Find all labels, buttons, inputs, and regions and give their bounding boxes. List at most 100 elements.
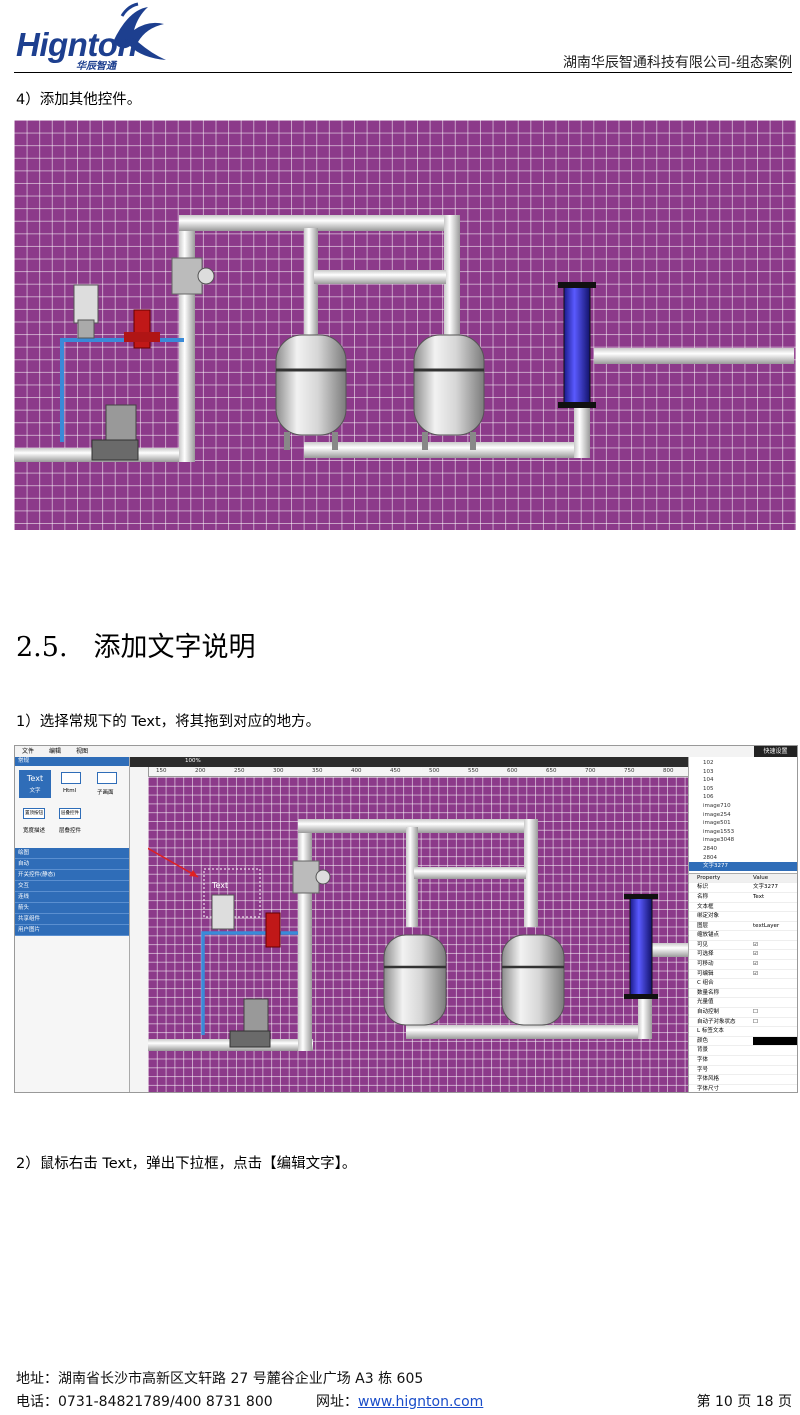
- pipe-up-to-column: [574, 405, 590, 458]
- text-tool-caption: 文字: [29, 788, 41, 794]
- menu-file[interactable]: 文件: [22, 748, 35, 755]
- text-tool[interactable]: Text 文字: [19, 770, 51, 798]
- header-divider: [14, 72, 792, 73]
- zoom-level[interactable]: 100%: [185, 758, 201, 764]
- ruler-tick-label: 500: [429, 768, 440, 774]
- tree-item[interactable]: image501: [703, 820, 731, 827]
- pipe-right-down: [444, 215, 460, 335]
- category-shared[interactable]: 共享组件: [15, 914, 129, 925]
- canvas-text-element[interactable]: Text: [212, 881, 229, 890]
- property-key: 字体: [697, 1057, 709, 1063]
- menu-view[interactable]: 视图: [76, 748, 89, 755]
- property-row[interactable]: 文本框: [689, 903, 797, 913]
- property-row[interactable]: 字体: [689, 1056, 797, 1066]
- category-user-images[interactable]: 用户图片: [15, 925, 129, 936]
- category-switch[interactable]: 开关控件(静态): [15, 870, 129, 881]
- ruler-tick-label: 600: [507, 768, 518, 774]
- editor-canvas[interactable]: Text: [148, 777, 688, 1092]
- tree-item[interactable]: image3048: [703, 837, 735, 844]
- property-row[interactable]: 光量值: [689, 998, 797, 1009]
- property-key: 光量值: [697, 999, 714, 1006]
- category-lines[interactable]: 连线: [15, 892, 129, 903]
- category-auto[interactable]: 自动: [15, 859, 129, 870]
- motor-valve: [73, 284, 160, 349]
- quick-settings-button[interactable]: 快速设置: [754, 746, 797, 757]
- footer-address: 地址：湖南省长沙市高新区文轩路 27 号麓谷企业广场 A3 栋 605: [16, 1371, 424, 1387]
- tree-item[interactable]: 文字3277: [689, 862, 797, 871]
- property-value: ☑: [753, 970, 758, 977]
- tree-item[interactable]: 106: [703, 794, 714, 801]
- property-row[interactable]: 可编辑 ☑: [689, 970, 797, 980]
- property-key: 可见: [697, 941, 709, 948]
- property-value: 文字3277: [753, 884, 778, 891]
- property-row[interactable]: 自动子对象状态☐: [689, 1018, 797, 1028]
- property-row[interactable]: 背景: [689, 1046, 797, 1056]
- category-interact[interactable]: 交互: [15, 881, 129, 892]
- property-value: [753, 1066, 797, 1075]
- property-value: ☑: [753, 961, 758, 968]
- tree-item[interactable]: image254: [703, 811, 731, 818]
- editor-toolbar: 100%: [130, 757, 755, 767]
- property-row[interactable]: 可见☑: [689, 941, 797, 951]
- property-row[interactable]: 缩放锚点: [689, 931, 797, 941]
- html-tool[interactable]: [61, 772, 81, 784]
- property-key: 标识: [697, 884, 709, 891]
- property-key: C 组合: [697, 980, 714, 987]
- category-arrows[interactable]: 箭头: [15, 903, 129, 914]
- pipe-outlet: [594, 348, 794, 364]
- property-row[interactable]: 可选择☑: [689, 950, 797, 961]
- property-row[interactable]: 自动控制☐: [689, 1008, 797, 1018]
- header-company-case: 湖南华辰智通科技有限公司-组态案例: [562, 55, 792, 71]
- property-row[interactable]: 字号: [689, 1066, 797, 1076]
- toolbox-header: 常规: [15, 757, 129, 766]
- property-key: 图层: [697, 922, 709, 929]
- property-key: 字号: [697, 1066, 709, 1073]
- top-button-tool[interactable]: 置顶按钮: [23, 808, 45, 819]
- ruler-tick-label: 350: [312, 768, 323, 774]
- property-row[interactable]: L 标签文本: [689, 1027, 797, 1037]
- property-row[interactable]: 颜色: [689, 1036, 797, 1047]
- property-value: [753, 912, 797, 921]
- pipe-mid-horizontal: [314, 270, 446, 284]
- property-row[interactable]: 绑定对象: [689, 912, 797, 922]
- tree-item[interactable]: 103: [703, 768, 714, 775]
- menu-edit[interactable]: 编辑: [49, 748, 62, 755]
- tree-item[interactable]: image710: [703, 802, 731, 809]
- property-key: 自动子对象状态: [697, 1018, 736, 1025]
- ruler-tick-label: 450: [390, 768, 401, 774]
- layer-tool[interactable]: 层叠控件: [59, 808, 81, 819]
- tree-item[interactable]: image1553: [703, 828, 735, 835]
- property-value: ☑: [753, 951, 758, 958]
- property-key: 背景: [697, 1047, 709, 1054]
- property-row[interactable]: 数量名称: [689, 989, 797, 999]
- category-draw[interactable]: 绘图: [15, 848, 129, 859]
- property-row[interactable]: C 组合: [689, 979, 797, 989]
- ruler-tick-label: 400: [351, 768, 362, 774]
- property-key: 可编辑: [697, 970, 714, 977]
- property-row[interactable]: 标识 文字3277: [689, 883, 797, 893]
- property-row[interactable]: 字体风格: [689, 1075, 797, 1085]
- tree-item[interactable]: 2804: [703, 854, 717, 861]
- tree-item[interactable]: 2840: [703, 845, 717, 852]
- ruler-tick-label: 700: [585, 768, 596, 774]
- property-row[interactable]: 字体尺寸: [689, 1085, 797, 1092]
- tree-item[interactable]: 105: [703, 785, 714, 792]
- tree-item[interactable]: 104: [703, 777, 714, 784]
- property-value: [753, 1056, 797, 1065]
- ruler-tick-label: 650: [546, 768, 557, 774]
- property-row[interactable]: 可移动☑: [689, 960, 797, 970]
- subpage-tool[interactable]: [97, 772, 117, 784]
- layer-label: 层叠控件: [59, 828, 82, 834]
- tank-left: [275, 334, 347, 450]
- footer-web-link[interactable]: www.hignton.com: [358, 1394, 484, 1410]
- pipe-mid-down: [304, 228, 318, 338]
- property-value: [753, 1085, 797, 1092]
- ruler-tick-label: 150: [156, 768, 167, 774]
- property-value: [753, 989, 797, 998]
- vertical-ruler: [130, 767, 149, 1092]
- footer-phone: 电话：0731-84821789/400 8731 800: [16, 1394, 273, 1410]
- tree-item[interactable]: 102: [703, 760, 714, 766]
